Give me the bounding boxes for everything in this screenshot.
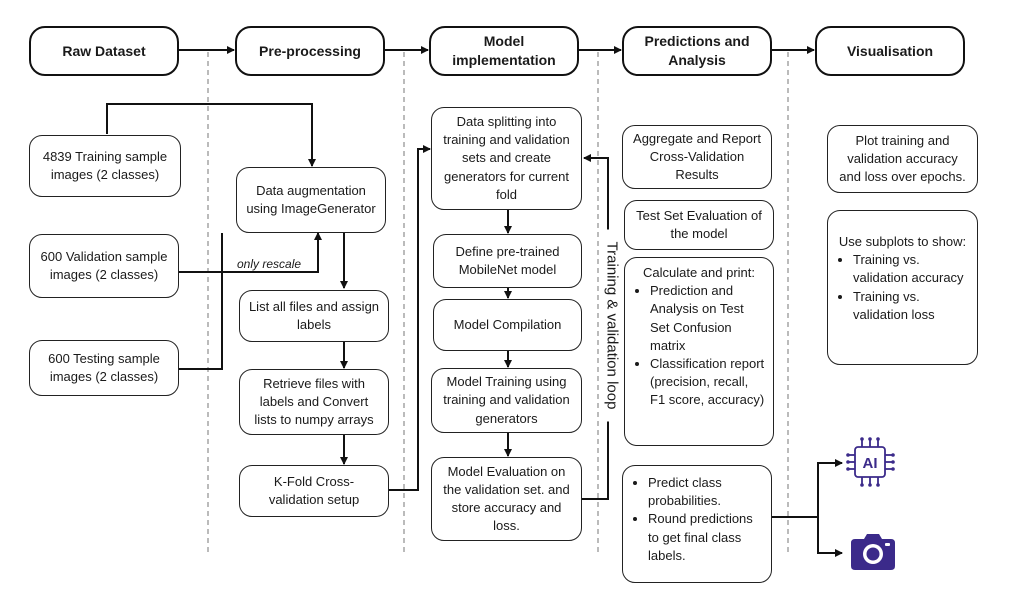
camera-icon [851, 534, 895, 570]
calculate-heading: Calculate and print: [642, 265, 755, 280]
plot-text: Plot training and validation accuracy an… [839, 132, 966, 185]
raw-validation-box: 600 Validation sample images (2 classes) [29, 234, 179, 298]
column-separators [207, 52, 789, 556]
aggregate-box: Aggregate and Report Cross-Validation Re… [622, 125, 772, 189]
retrieve-files-text: Retrieve files with labels and Convert l… [254, 375, 374, 428]
define-model-text: Define pre-trained MobileNet model [455, 243, 560, 277]
compile-text: Model Compilation [453, 316, 562, 332]
calculate-box: Calculate and print: Prediction and Anal… [624, 257, 774, 446]
list-item: Training vs. validation loss [853, 288, 970, 324]
stage-predictions-analysis: Predictions and Analysis [622, 26, 772, 76]
augmentation-text: Data augmentation using ImageGenerator [246, 182, 376, 216]
raw-training-text: 4839 Training sample images (2 classes) [42, 148, 168, 182]
retrieve-files-box: Retrieve files with labels and Convert l… [239, 369, 389, 435]
calculate-list: Prediction and Analysis on Test Set Conf… [632, 282, 766, 409]
output-connectors [772, 459, 843, 557]
stage-model-implementation: Model implementation [429, 26, 579, 76]
stage-visualisation: Visualisation [815, 26, 965, 76]
raw-validation-text: 600 Validation sample images (2 classes) [40, 248, 168, 282]
augmentation-box: Data augmentation using ImageGenerator [236, 167, 386, 233]
stage-label: Pre-processing [259, 42, 361, 59]
raw-testing-box: 600 Testing sample images (2 classes) [29, 340, 179, 396]
list-item: Prediction and Analysis on Test Set Conf… [650, 282, 766, 355]
test-eval-text: Test Set Evaluation of the model [636, 207, 762, 241]
only-rescale-label: only rescale [237, 257, 302, 271]
subplots-heading: Use subplots to show: [838, 234, 967, 249]
list-item: Classification report (precision, recall… [650, 355, 766, 410]
list-item: Predict class probabilities. [648, 474, 764, 510]
model-training-box: Model Training using training and valida… [431, 368, 582, 433]
raw-connectors [106, 103, 322, 370]
raw-testing-text: 600 Testing sample images (2 classes) [48, 350, 160, 384]
pre-connectors [340, 145, 431, 491]
plot-box: Plot training and validation accuracy an… [827, 125, 978, 193]
data-splitting-box: Data splitting into training and validat… [431, 107, 582, 210]
kfold-box: K-Fold Cross-validation setup [239, 465, 389, 517]
define-model-box: Define pre-trained MobileNet model [433, 234, 582, 288]
stage-label: Visualisation [846, 42, 934, 59]
stage-label: Predictions and Analysis [644, 33, 750, 68]
stage-raw-dataset: Raw Dataset [29, 26, 179, 76]
list-item: Training vs. validation accuracy [853, 251, 970, 287]
model-training-text: Model Training using training and valida… [443, 374, 570, 426]
predict-box: Predict class probabilities. Round predi… [622, 465, 772, 583]
stage-preprocessing: Pre-processing [235, 26, 385, 76]
list-files-box: List all files and assign labels [239, 290, 389, 342]
ai-chip-icon: AI [846, 437, 895, 487]
kfold-text: K-Fold Cross-validation setup [268, 473, 360, 507]
test-eval-box: Test Set Evaluation of the model [624, 200, 774, 250]
aggregate-text: Aggregate and Report Cross-Validation Re… [633, 130, 761, 183]
stage-label: Raw Dataset [62, 42, 146, 59]
compile-box: Model Compilation [433, 299, 582, 351]
loop-label: Training & validation loop [603, 229, 621, 422]
model-evaluation-text: Model Evaluation on the validation set. … [443, 463, 570, 534]
predict-list: Predict class probabilities. Round predi… [630, 474, 764, 565]
list-item: Round predictions to get final class lab… [648, 510, 764, 565]
stage-label: Model implementation [452, 33, 556, 68]
ai-chip-text: AI [863, 455, 878, 472]
subplots-list: Training vs. validation accuracy Trainin… [835, 251, 970, 324]
data-splitting-text: Data splitting into training and validat… [443, 114, 570, 202]
list-files-text: List all files and assign labels [248, 298, 380, 332]
model-evaluation-box: Model Evaluation on the validation set. … [431, 457, 582, 541]
raw-training-box: 4839 Training sample images (2 classes) [29, 135, 181, 197]
subplots-box: Use subplots to show: Training vs. valid… [827, 210, 978, 365]
